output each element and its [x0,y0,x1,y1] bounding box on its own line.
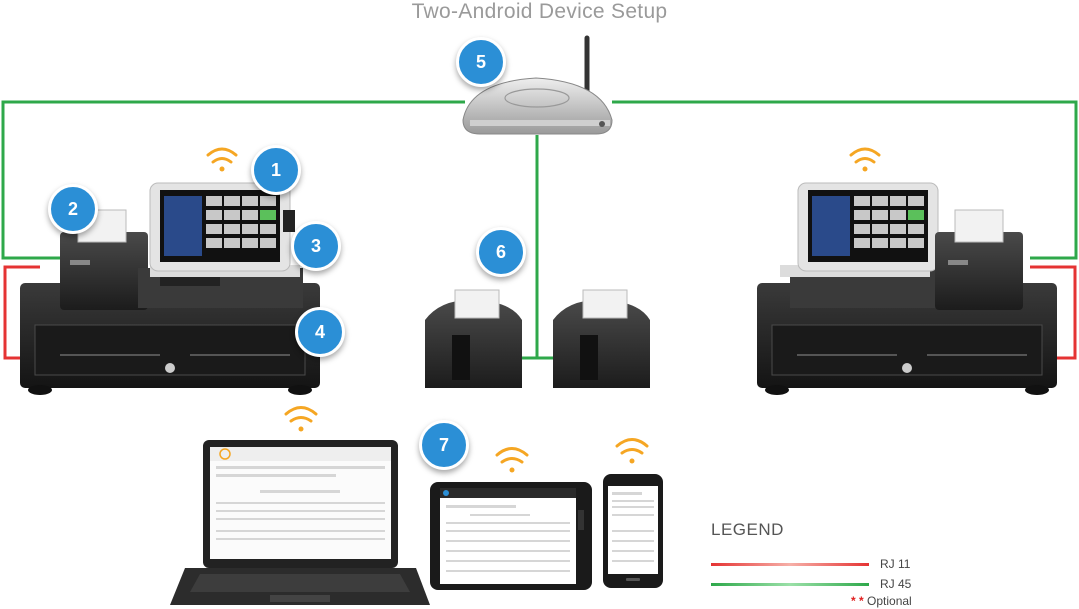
receipt-printer-icon [553,289,650,388]
legend-rj45-label: RJ 45 [880,577,912,591]
laptop-icon [170,440,430,605]
receipt-printer-icon [425,289,522,388]
pos-tablet-icon [138,182,303,308]
router-icon [462,35,613,135]
tablet-icon [430,482,592,590]
pos-tablet-icon [780,182,950,308]
wifi-icon [206,147,238,172]
phone-icon [603,474,663,588]
receipt-printer-icon [60,209,148,310]
badge-7: 7 [419,420,469,470]
receipt-printer-icon [935,209,1023,310]
legend-optional: * * Optional [851,594,912,608]
legend-rj45-line [711,583,869,586]
wifi-icon [284,406,318,432]
legend-rj11-label: RJ 11 [880,557,911,571]
badge-4: 4 [295,307,345,357]
wifi-icon [495,447,529,473]
optional-marker: * * [851,594,864,608]
badge-6: 6 [476,227,526,277]
legend-title: LEGEND [711,520,784,539]
badge-5: 5 [456,37,506,87]
badge-2: 2 [48,184,98,234]
wifi-icon [849,147,881,172]
badge-3: 3 [291,221,341,271]
optional-label: Optional [867,594,912,608]
wifi-icon [615,438,649,464]
badge-1: 1 [251,145,301,195]
legend-rj11-line [711,563,869,566]
page-title: Two-Android Device Setup [411,0,668,23]
